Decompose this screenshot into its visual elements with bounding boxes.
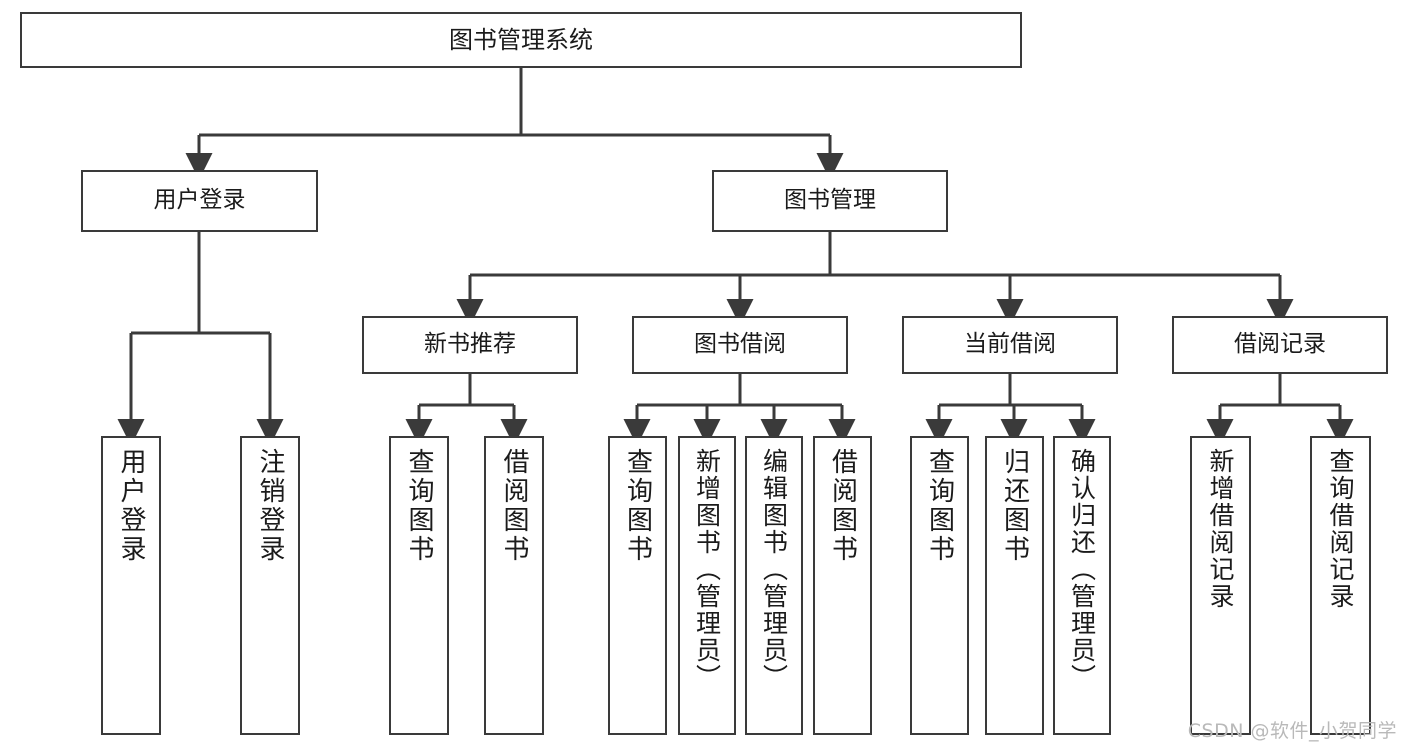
- node-label: 查询图书: [404, 448, 434, 564]
- node-new-book-recommend[interactable]: 新书推荐: [362, 316, 578, 374]
- node-current-borrow[interactable]: 当前借阅: [902, 316, 1118, 374]
- node-leaf-query-book-3[interactable]: 查询图书: [910, 436, 969, 735]
- node-label: 借阅图书: [827, 448, 858, 564]
- node-label: 查询图书: [622, 448, 653, 564]
- node-borrow-record[interactable]: 借阅记录: [1172, 316, 1388, 374]
- node-leaf-borrow-book-1[interactable]: 借阅图书: [484, 436, 544, 735]
- node-label: 图书管理: [784, 187, 876, 214]
- node-label: 注销登录: [255, 448, 285, 564]
- node-label: 新增图书（管理员）: [692, 448, 722, 691]
- node-label: 确认归还（管理员）: [1067, 448, 1097, 691]
- node-label: 新书推荐: [424, 331, 516, 358]
- watermark-text: CSDN @软件_小贺同学: [1187, 720, 1397, 742]
- node-leaf-borrow-book-2[interactable]: 借阅图书: [813, 436, 872, 735]
- node-label: 当前借阅: [964, 331, 1056, 358]
- node-book-manage[interactable]: 图书管理: [712, 170, 948, 232]
- node-label: 借阅记录: [1234, 331, 1326, 358]
- node-leaf-confirm-return-admin[interactable]: 确认归还（管理员）: [1053, 436, 1111, 735]
- node-leaf-query-book-1[interactable]: 查询图书: [389, 436, 449, 735]
- node-label: 编辑图书（管理员）: [759, 448, 789, 691]
- node-label: 图书管理系统: [449, 25, 593, 54]
- node-book-borrow[interactable]: 图书借阅: [632, 316, 848, 374]
- node-leaf-query-book-2[interactable]: 查询图书: [608, 436, 667, 735]
- node-label: 查询图书: [924, 448, 955, 564]
- node-leaf-user-logout[interactable]: 注销登录: [240, 436, 300, 735]
- node-label: 图书借阅: [694, 331, 786, 358]
- node-leaf-edit-book-admin[interactable]: 编辑图书（管理员）: [745, 436, 803, 735]
- node-leaf-user-login[interactable]: 用户登录: [101, 436, 161, 735]
- node-leaf-add-book-admin[interactable]: 新增图书（管理员）: [678, 436, 736, 735]
- node-label: 归还图书: [999, 448, 1030, 564]
- node-label: 新增借阅记录: [1206, 448, 1235, 610]
- node-user-login[interactable]: 用户登录: [81, 170, 318, 232]
- node-label: 用户登录: [153, 187, 246, 214]
- node-leaf-add-borrow-record[interactable]: 新增借阅记录: [1190, 436, 1251, 735]
- node-label: 查询借阅记录: [1326, 448, 1355, 610]
- node-leaf-return-book[interactable]: 归还图书: [985, 436, 1044, 735]
- node-leaf-query-borrow-record[interactable]: 查询借阅记录: [1310, 436, 1371, 735]
- node-root-system[interactable]: 图书管理系统: [20, 12, 1022, 68]
- node-label: 用户登录: [116, 448, 146, 564]
- node-label: 借阅图书: [499, 448, 529, 564]
